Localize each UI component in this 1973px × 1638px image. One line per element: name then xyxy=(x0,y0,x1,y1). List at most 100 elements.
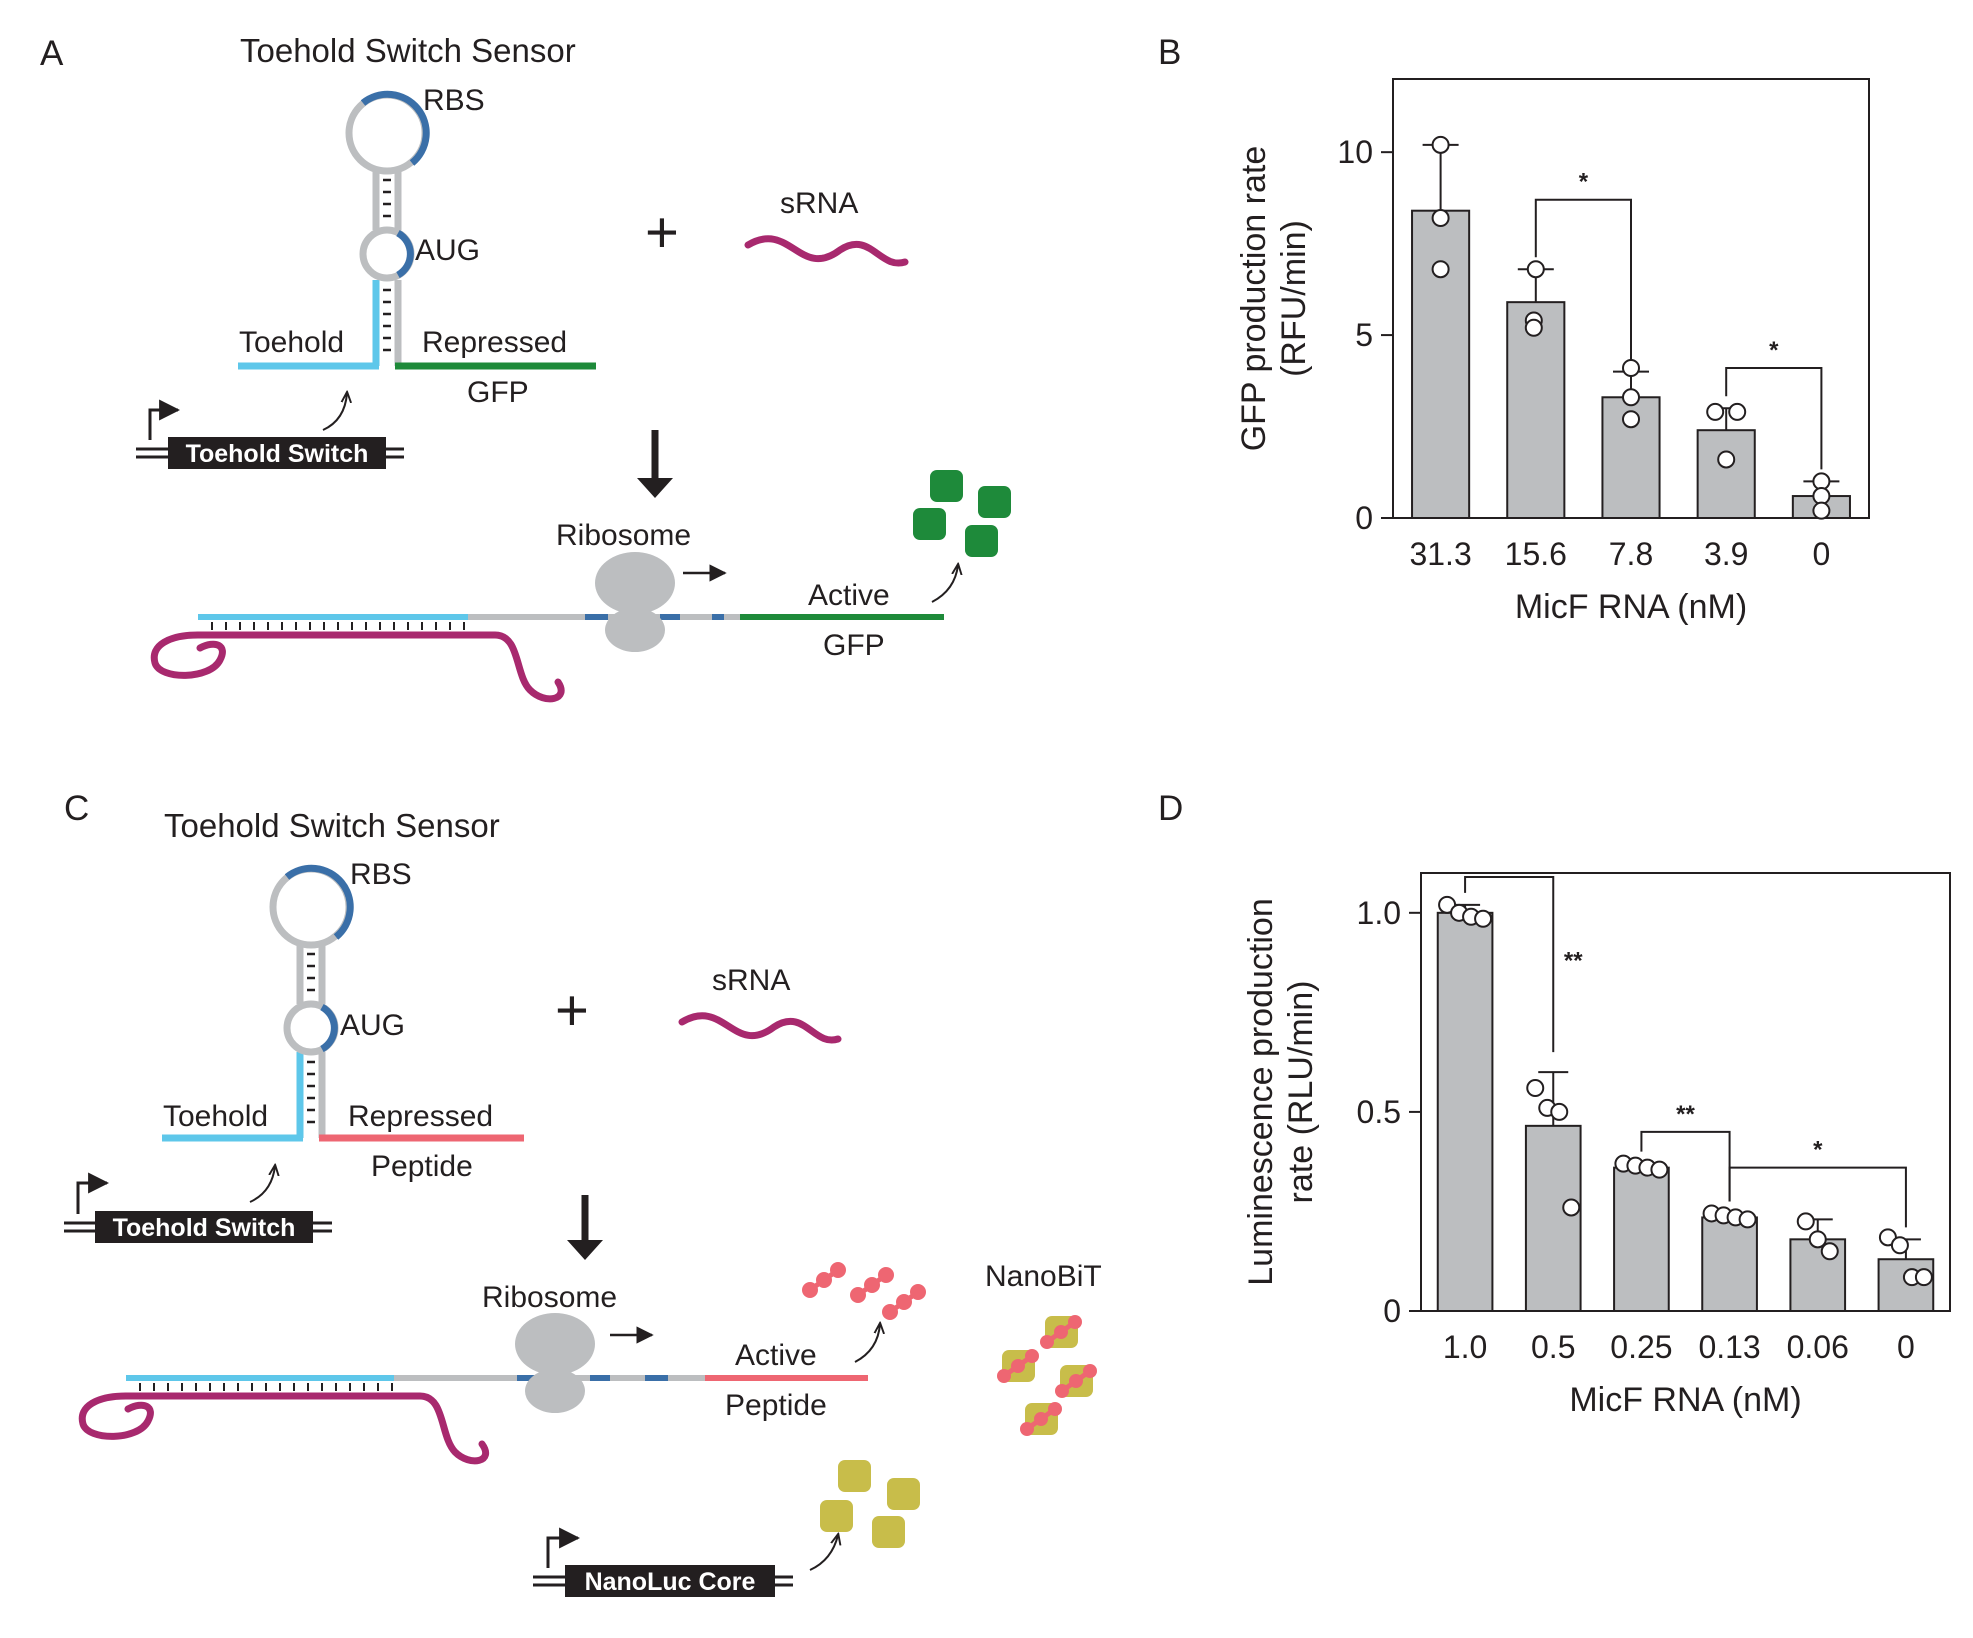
data-point xyxy=(1796,1212,1815,1231)
srna-strand-c xyxy=(678,1012,842,1044)
data-point xyxy=(1650,1160,1669,1179)
y-tick-label: 10 xyxy=(1337,134,1373,170)
data-point xyxy=(1820,1242,1839,1261)
data-point xyxy=(1808,1230,1827,1249)
significance-label: * xyxy=(1769,337,1779,364)
x-tick-label: 0.25 xyxy=(1610,1329,1672,1365)
x-tick-label: 1.0 xyxy=(1443,1329,1487,1365)
data-point xyxy=(1717,450,1736,469)
nanoluc-core-proteins xyxy=(820,1460,920,1548)
nanobit-label: NanoBiT xyxy=(985,1260,1102,1293)
significance-bracket xyxy=(1464,875,1555,1053)
bar xyxy=(1506,301,1566,519)
srna-label-a: sRNA xyxy=(780,187,858,220)
ribosome-label-a: Ribosome xyxy=(556,519,691,552)
sensor-title-a: Toehold Switch Sensor xyxy=(240,32,576,69)
data-point xyxy=(1738,1210,1757,1229)
data-point xyxy=(1890,1236,1909,1255)
significance-label: ** xyxy=(1676,1101,1695,1128)
toehold-label-a: Toehold xyxy=(239,326,344,359)
x-tick-label: 0.13 xyxy=(1698,1329,1760,1365)
significance-bracket xyxy=(1728,1166,1907,1228)
rbs-label-a: RBS xyxy=(423,84,485,117)
repressed-label-a: Repressed xyxy=(422,326,567,359)
bar xyxy=(1411,209,1471,519)
active-reporter-label-c: Peptide xyxy=(725,1389,827,1422)
data-point xyxy=(1524,318,1543,337)
data-point xyxy=(1622,388,1640,407)
y-tick-label: 0 xyxy=(1383,1293,1401,1329)
ribosome-a xyxy=(595,552,675,652)
toehold-label-c: Toehold xyxy=(163,1100,268,1133)
y-tick-label: 5 xyxy=(1355,317,1373,353)
data-point xyxy=(1431,260,1450,279)
data-point xyxy=(1622,359,1640,378)
nanoluc-box-label: NanoLuc Core xyxy=(585,1568,756,1596)
data-point xyxy=(1431,135,1450,154)
significance-bracket xyxy=(1640,1130,1731,1202)
reporter-label-a: GFP xyxy=(467,376,529,409)
nanoluc-construct: NanoLuc Core xyxy=(533,1527,838,1597)
bound-srna-a xyxy=(194,631,565,703)
x-tick-label: 7.8 xyxy=(1609,536,1653,572)
significance-label: ** xyxy=(1564,948,1583,975)
bar xyxy=(1696,429,1756,520)
rbs-label-c: RBS xyxy=(350,858,412,891)
gene-box-label-a: Toehold Switch xyxy=(186,440,369,468)
x-tick-label: 0.06 xyxy=(1787,1329,1849,1365)
active-label-a: Active xyxy=(808,579,890,612)
x-tick-label: 15.6 xyxy=(1505,536,1567,572)
active-mrna-a xyxy=(150,614,944,703)
active-label-c: Active xyxy=(735,1339,817,1372)
y-tick-label: 1.0 xyxy=(1357,895,1401,931)
toehold-hairpin-a xyxy=(238,90,596,370)
x-axis-title: MicF RNA (nM) xyxy=(1569,1381,1801,1419)
data-point xyxy=(1526,1079,1545,1098)
repressed-label-c: Repressed xyxy=(348,1100,493,1133)
toehold-hairpin-c xyxy=(162,864,524,1142)
active-mrna-c xyxy=(78,1375,868,1465)
x-tick-label: 0 xyxy=(1813,536,1831,572)
significance-label: * xyxy=(1579,169,1589,196)
reporter-label-c: Peptide xyxy=(371,1150,473,1183)
nanobit-complexes xyxy=(997,1315,1097,1436)
ribosome-c xyxy=(515,1313,595,1413)
data-point xyxy=(1706,402,1725,421)
data-point xyxy=(1812,472,1831,491)
srna-label-c: sRNA xyxy=(712,964,790,997)
y-tick-label: 0.5 xyxy=(1357,1094,1401,1130)
x-tick-label: 0 xyxy=(1897,1329,1915,1365)
sensor-title-c: Toehold Switch Sensor xyxy=(164,807,500,844)
panel-a: A Toehold Switch Sensor xyxy=(40,32,1011,703)
panel-letter-a: A xyxy=(40,34,64,73)
y-axis-title: (RFU/min) xyxy=(1275,220,1313,377)
gene-construct-c: Toehold Switch xyxy=(64,1166,332,1243)
y-axis-title: rate (RLU/min) xyxy=(1282,981,1320,1204)
srna-strand-a xyxy=(744,235,909,267)
data-point xyxy=(1431,209,1450,228)
data-point xyxy=(1526,260,1545,279)
y-tick-label: 0 xyxy=(1355,500,1373,536)
x-axis-title: MicF RNA (nM) xyxy=(1515,588,1747,626)
plot-frame xyxy=(1420,872,1951,1312)
bar xyxy=(1436,911,1494,1312)
gfp-proteins xyxy=(913,470,1011,557)
gene-box-label-c: Toehold Switch xyxy=(113,1214,296,1242)
data-point xyxy=(1812,487,1831,506)
plus-a: + xyxy=(645,200,679,265)
aug-label-c: AUG xyxy=(340,1009,405,1042)
ribosome-label-c: Ribosome xyxy=(482,1281,617,1314)
data-point xyxy=(1550,1102,1569,1121)
panel-letter-c: C xyxy=(64,789,89,828)
data-point xyxy=(1812,501,1831,520)
x-tick-label: 31.3 xyxy=(1409,536,1471,572)
data-point xyxy=(1914,1268,1933,1287)
aug-label-a: AUG xyxy=(415,234,480,267)
y-axis-title: GFP production rate xyxy=(1235,146,1273,452)
active-reporter-label-a: GFP xyxy=(823,629,885,662)
significance-bracket xyxy=(1534,198,1632,360)
bar xyxy=(1524,1124,1582,1312)
bar xyxy=(1701,1216,1758,1312)
